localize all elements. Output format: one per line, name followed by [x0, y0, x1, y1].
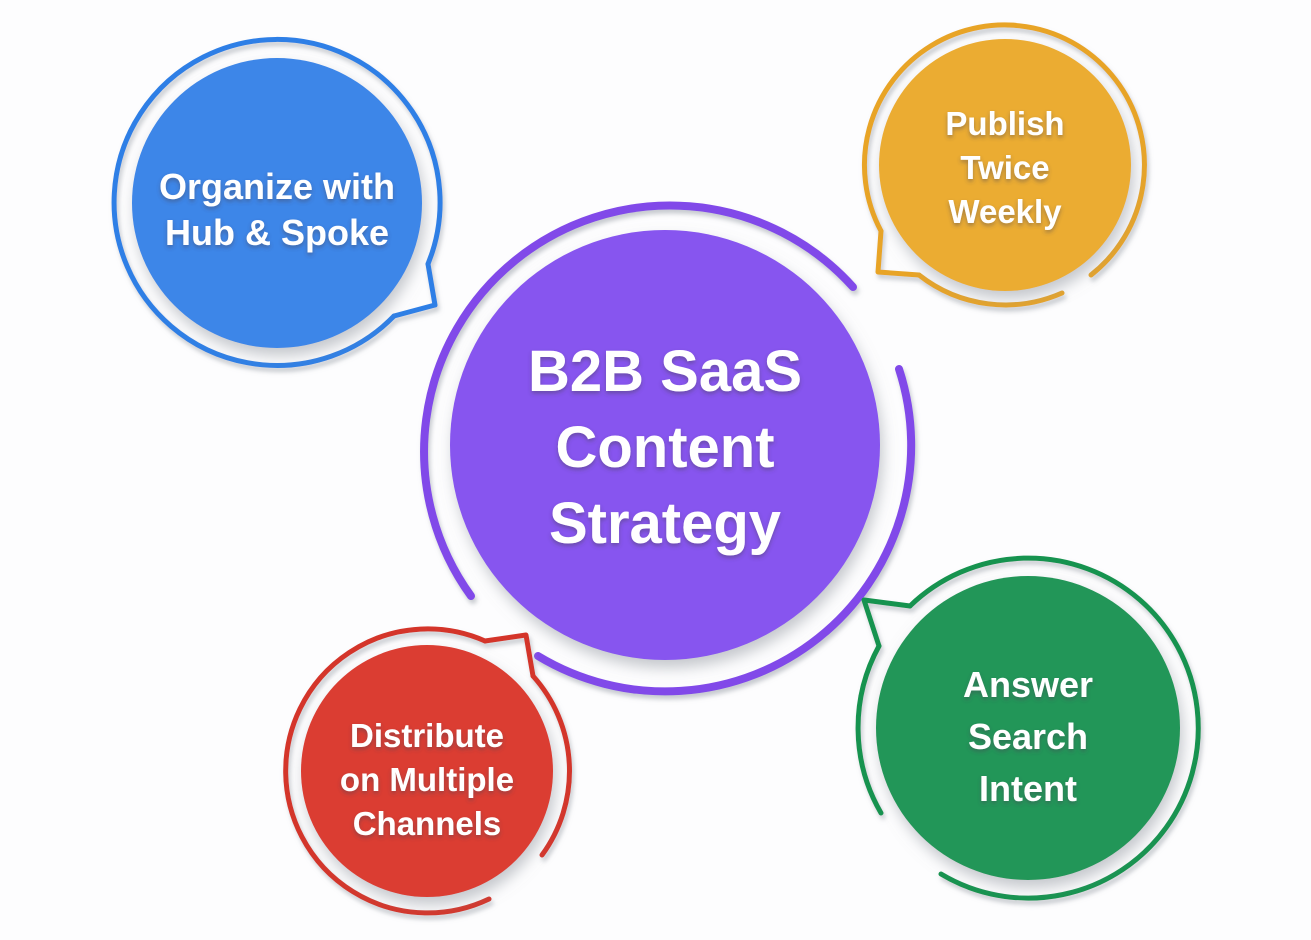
- hub-label-line-2: Content: [555, 415, 774, 480]
- organize-connector-notch: [391, 261, 438, 319]
- publish-ring-arc-main: [861, 22, 1147, 278]
- publish-label-line-1: Publish: [945, 105, 1064, 142]
- answer-ring-arc-left: [855, 643, 884, 816]
- organize-label-line-1: Organize with: [159, 166, 395, 207]
- distribute-ring-arc-right: [530, 673, 572, 858]
- answer-label-line-2: Search: [968, 716, 1088, 757]
- publish-ring-arc-bottom: [916, 272, 1065, 308]
- answer-label-line-3: Intent: [979, 768, 1077, 809]
- node-answer-search-intent: Answer Search Intent: [855, 555, 1201, 901]
- distribute-connector-notch: [482, 632, 536, 679]
- answer-circle: [876, 576, 1180, 880]
- organize-circle: [132, 58, 422, 348]
- node-publish-twice-weekly: Publish Twice Weekly: [861, 22, 1147, 308]
- hub-label-line-1: B2B SaaS: [528, 339, 802, 404]
- hub-circle: [450, 230, 880, 660]
- distribute-label-line-1: Distribute: [350, 717, 504, 754]
- hub-ring-arc-left-top: [420, 201, 857, 600]
- hub-ring-arc-right-bottom: [534, 365, 916, 696]
- node-organize-hub-spoke: Organize with Hub & Spoke: [111, 36, 443, 368]
- distribute-label-line-3: Channels: [353, 805, 502, 842]
- publish-label-line-2: Twice: [960, 149, 1049, 186]
- distribute-label-line-2: on Multiple: [340, 761, 514, 798]
- node-distribute-multiple-channels: Distribute on Multiple Channels: [283, 626, 572, 916]
- publish-circle: [879, 39, 1131, 291]
- answer-connector-notch: [861, 597, 913, 649]
- publish-connector-notch: [875, 228, 922, 278]
- answer-ring-arc-main: [907, 555, 1201, 901]
- organize-label-line-2: Hub & Spoke: [165, 212, 389, 253]
- node-hub-b2b-saas-content-strategy: B2B SaaS Content Strategy: [420, 201, 916, 696]
- distribute-circle: [301, 645, 553, 897]
- organize-ring-arc: [111, 36, 443, 368]
- publish-label-line-3: Weekly: [948, 193, 1062, 230]
- answer-label-line-1: Answer: [963, 664, 1093, 705]
- distribute-ring-arc-main: [283, 626, 492, 916]
- hub-label-line-3: Strategy: [549, 491, 781, 556]
